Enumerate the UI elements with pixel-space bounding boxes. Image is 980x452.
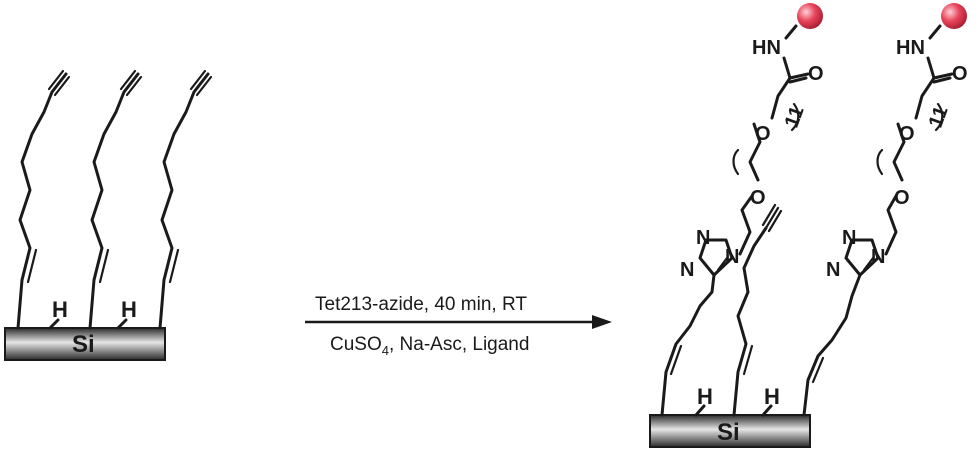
carbonyl-o-right: O [952, 63, 968, 85]
starting-surface: Si H H [4, 69, 213, 361]
peg-linker-right: O O 11 O HN [876, 3, 968, 256]
surface-hydrogen-left-2: H [121, 297, 137, 322]
surface-hydrogen-right-1: H [697, 384, 713, 409]
linker-chain-right [802, 273, 862, 417]
product-surface: Si H H N N N O [649, 3, 968, 448]
ether-o-left-2: O [755, 123, 771, 145]
catalyst-text: CuSO [330, 334, 382, 355]
silicon-label-right: Si [717, 419, 740, 446]
triazole-n-right-2: N [842, 227, 856, 249]
carbonyl-o-left: O [808, 63, 824, 85]
unreacted-chain [732, 203, 783, 417]
surface-hydrogen-left-1: H [52, 297, 68, 322]
amide-nh-right: HN [896, 37, 925, 59]
surface-hydrogen-right-2: H [764, 384, 780, 409]
repeat-count-right: 11 [925, 103, 953, 130]
silicon-substrate-left [4, 327, 166, 361]
silicon-label-left: Si [72, 331, 95, 358]
reaction-conditions-bottom: CuSO4, Na-Asc, Ligand [330, 334, 529, 358]
silicon-substrate-right [649, 414, 811, 448]
terminal-alkynes-left [47, 69, 213, 97]
triazole-ring-left: N N N [680, 227, 739, 281]
reaction-conditions-top: Tet213-azide, 40 min, RT [315, 294, 527, 315]
reaction-arrow [305, 315, 612, 329]
catalyst-subscript: 4 [382, 343, 389, 358]
additives-text: , Na-Asc, Ligand [389, 334, 529, 355]
amide-nh-left: HN [752, 37, 781, 59]
biomolecule-bead-left [797, 3, 823, 29]
triazole-ring-right: N N N [826, 227, 885, 281]
triazole-n-left-2: N [696, 227, 710, 249]
ether-o-left-1: O [750, 187, 766, 209]
biomolecule-bead-right [941, 3, 967, 29]
triazole-n-right-3: N [871, 246, 885, 268]
linker-chain-left [660, 273, 716, 417]
triazole-n-left-1: N [680, 259, 694, 281]
repeat-count-left: 11 [781, 103, 809, 130]
ether-o-right-2: O [899, 123, 915, 145]
ether-o-right-1: O [894, 187, 910, 209]
triazole-n-left-3: N [725, 246, 739, 268]
triazole-n-right-1: N [826, 259, 840, 281]
alkenyl-chains-left [16, 72, 210, 330]
